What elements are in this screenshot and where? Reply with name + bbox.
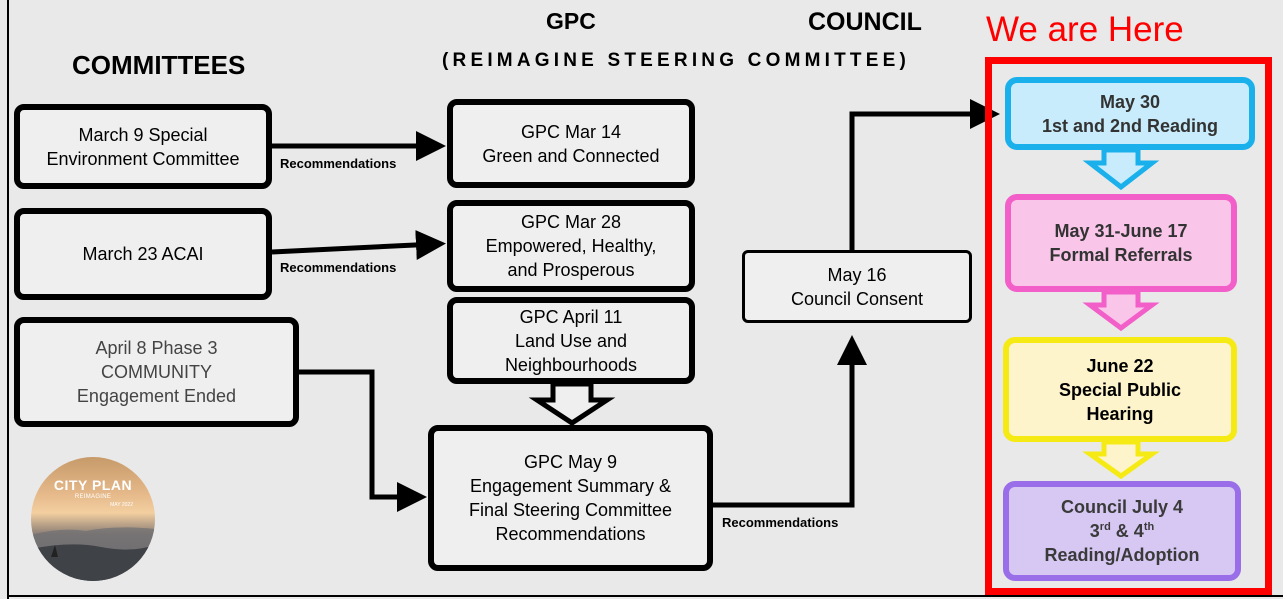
step-may-31-june-17: May 31-June 17 Formal Referrals [1005, 194, 1237, 292]
committee-text: April 8 Phase 3 COMMUNITY Engagement End… [76, 338, 237, 406]
committee-text: March 23 ACAI [82, 244, 204, 264]
recommendations-label: Recommendations [280, 156, 397, 171]
committees-header: COMMITTEES [72, 50, 246, 80]
gpc-header: GPC [546, 8, 596, 34]
council-consent-text: May 16 Council Consent [790, 264, 924, 309]
step4-readings: 3rd & 4th [1089, 521, 1155, 541]
step-text: May 31-June 17 Formal Referrals [1049, 221, 1193, 265]
step4-title: Council July 4 [1060, 497, 1184, 517]
gpc-box-april-11: GPC April 11 Land Use and Neighbourhoods [447, 297, 695, 384]
gpc-box-may-9: GPC May 9 Engagement Summary & Final Ste… [428, 425, 713, 571]
logo-landscape [31, 527, 155, 581]
committee-box-april-8: April 8 Phase 3 COMMUNITY Engagement End… [14, 317, 299, 427]
logo-date: MAY 2022 [110, 502, 133, 508]
step-may-30: May 30 1st and 2nd Reading [1005, 77, 1255, 150]
left-border-line [7, 0, 9, 599]
gpc-text: GPC Mar 28 Empowered, Healthy, and Prosp… [485, 212, 657, 280]
gpc-text: GPC May 9 Engagement Summary & Final Ste… [468, 452, 673, 544]
gpc-box-mar-14: GPC Mar 14 Green and Connected [447, 99, 695, 188]
step-text: June 22 Special Public Hearing [1058, 355, 1182, 424]
committee-text: March 9 Special Environment Committee [46, 124, 240, 169]
recommendations-label: Recommendations [280, 260, 397, 275]
city-plan-logo: CITY PLAN REIMAGINE MAY 2022 [31, 457, 155, 581]
step-text: May 30 1st and 2nd Reading [1041, 91, 1219, 136]
committee-box-march-23: March 23 ACAI [14, 208, 272, 300]
gpc-text: GPC April 11 Land Use and Neighbourhoods [504, 306, 638, 375]
committee-box-march-9: March 9 Special Environment Committee [14, 104, 272, 189]
bottom-border-line [7, 595, 1283, 597]
gpc-subtitle: (REIMAGINE STEERING COMMITTEE) [442, 50, 910, 71]
arrow-gpc-may9-to-council-consent [713, 335, 867, 508]
we-are-here-label: We are Here [986, 10, 1184, 49]
step-june-22: June 22 Special Public Hearing [1003, 337, 1237, 442]
gpc-text: GPC Mar 14 Green and Connected [482, 121, 660, 166]
we-are-here-frame [985, 57, 1272, 595]
block-arrow-april11-to-may9 [528, 381, 616, 426]
step4-adoption: Reading/Adoption [1044, 545, 1200, 565]
council-consent-box: May 16 Council Consent [742, 250, 972, 323]
arrow-council-consent-to-may30 [849, 99, 1000, 250]
step-council-july-4: Council July 4 3rd & 4th Reading/Adoptio… [1003, 481, 1241, 581]
gpc-box-mar-28: GPC Mar 28 Empowered, Healthy, and Prosp… [447, 200, 695, 292]
arrow-mar23-to-gpc28 [271, 229, 446, 260]
logo-subtitle: REIMAGINE [74, 494, 112, 500]
arrow-april8-to-gpc-may9 [299, 369, 427, 512]
council-header: COUNCIL [808, 8, 922, 36]
recommendations-label: Recommendations [722, 515, 839, 530]
logo-title: CITY PLAN [53, 477, 133, 493]
